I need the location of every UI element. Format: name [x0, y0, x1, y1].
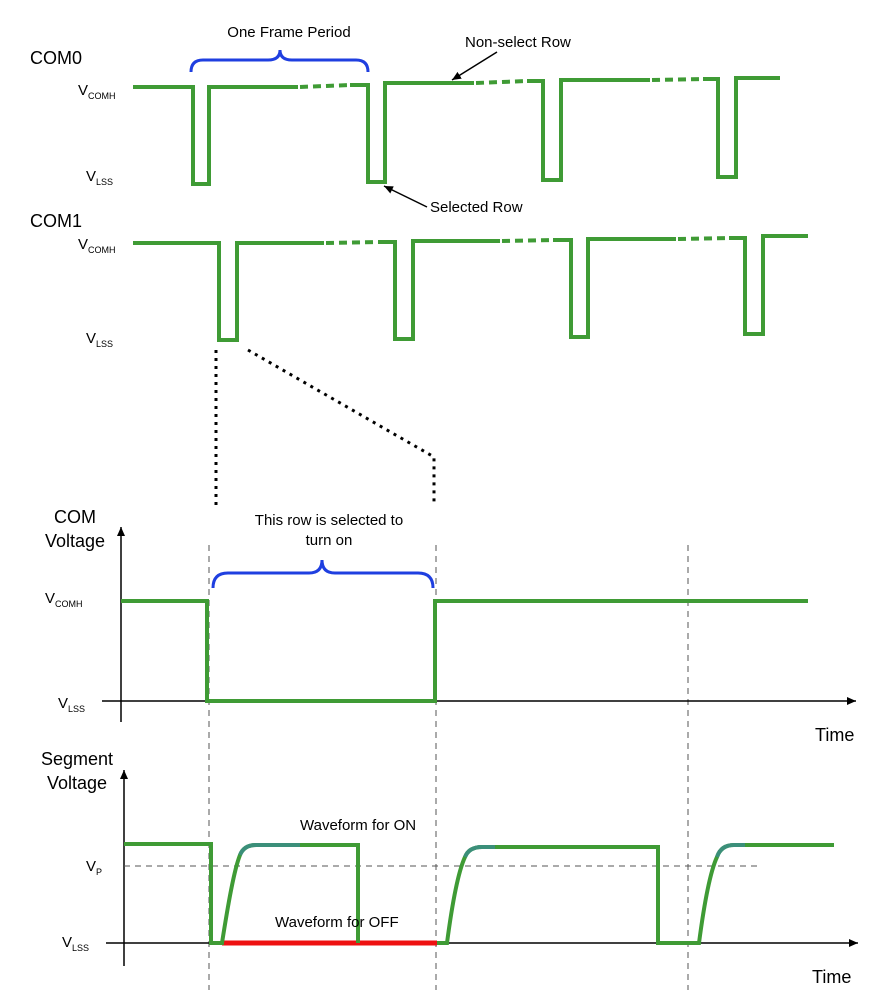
- com1-waveform: [378, 239, 500, 341]
- vlss-subscript: LSS: [96, 339, 113, 349]
- v-letter: V: [78, 236, 88, 253]
- com0-waveform: [527, 78, 650, 182]
- com1-vcomh-label: VCOMH: [78, 236, 116, 255]
- vcomh-subscript: COMH: [88, 245, 116, 255]
- segment-waveform-teal-knee: [238, 843, 300, 856]
- segment-waveform-teal-knee: [463, 845, 495, 858]
- one-frame-period-brace: [189, 49, 370, 73]
- com1-label: COM1: [30, 211, 82, 231]
- v-letter: V: [86, 858, 96, 875]
- segment-waveform: [437, 843, 834, 945]
- com-voltage-title-line2: Voltage: [45, 531, 105, 551]
- vlss-subscript: LSS: [72, 943, 89, 953]
- com-voltage-plot: COM Voltage Time VCOMH VLSS This row is …: [45, 507, 856, 745]
- segment-voltage-title-line1: Segment: [41, 749, 113, 769]
- v-letter: V: [78, 82, 88, 99]
- com0-gap-dots: [651, 77, 704, 82]
- com-plot-vcomh-label: VCOMH: [45, 590, 83, 609]
- segment-voltage-title-line2: Voltage: [47, 773, 107, 793]
- segment-voltage-plot: Segment Voltage Time VP VLSS Waveform fo…: [41, 749, 858, 987]
- reference-lines: [208, 545, 689, 990]
- selected-row-brace: [211, 559, 435, 589]
- zoom-guide-right: [247, 348, 436, 505]
- non-select-row-arrow: [451, 51, 498, 81]
- com0-gap-dots: [475, 79, 528, 85]
- com0-waveform: [350, 81, 474, 184]
- selected-row-arrow: [383, 185, 428, 208]
- vcomh-subscript: COMH: [88, 91, 116, 101]
- vcomh-subscript: COMH: [55, 599, 83, 609]
- com1-section: COM1 VCOMH VLSS: [30, 211, 808, 349]
- com1-waveform: [729, 234, 808, 336]
- waveform-on-label: Waveform for ON: [300, 817, 416, 834]
- com0-waveform: [133, 85, 298, 186]
- com0-waveform: [703, 76, 780, 179]
- selected-note-line2: turn on: [306, 532, 353, 549]
- waveform-off-label: Waveform for OFF: [275, 914, 399, 931]
- segment-plot-vp-label: VP: [86, 858, 102, 877]
- non-select-row-label: Non-select Row: [465, 34, 571, 51]
- vp-subscript: P: [96, 867, 102, 877]
- vlss-subscript: LSS: [96, 177, 113, 187]
- v-letter: V: [86, 168, 96, 185]
- com1-gap-dots: [501, 238, 554, 243]
- v-letter: V: [58, 695, 68, 712]
- selected-note-line1: This row is selected to: [255, 512, 403, 529]
- com0-label: COM0: [30, 48, 82, 68]
- com1-gap-dots: [677, 236, 730, 241]
- vlss-subscript: LSS: [68, 704, 85, 714]
- com-time-label: Time: [815, 725, 854, 745]
- com1-waveform: [553, 237, 676, 339]
- zoom-guides: [214, 348, 436, 505]
- com0-vcomh-label: VCOMH: [78, 82, 116, 101]
- v-letter: V: [86, 330, 96, 347]
- com1-gap-dots: [325, 240, 379, 245]
- com-voltage-waveform: [121, 599, 808, 703]
- com0-vlss-label: VLSS: [86, 168, 113, 187]
- segment-time-label: Time: [812, 967, 851, 987]
- segment-plot-vlss-label: VLSS: [62, 934, 89, 953]
- com0-section: COM0 VCOMH VLSS One Frame Period Non-sel…: [30, 24, 780, 216]
- com-plot-vlss-label: VLSS: [58, 695, 85, 714]
- com-voltage-title-line1: COM: [54, 507, 96, 527]
- segment-waveform-teal-knee: [715, 843, 745, 858]
- com1-waveform: [133, 241, 324, 342]
- selected-row-label: Selected Row: [430, 199, 523, 216]
- one-frame-period-label: One Frame Period: [227, 24, 350, 41]
- v-letter: V: [45, 590, 55, 607]
- com1-vlss-label: VLSS: [86, 330, 113, 349]
- com0-gap-dots: [299, 83, 351, 89]
- v-letter: V: [62, 934, 72, 951]
